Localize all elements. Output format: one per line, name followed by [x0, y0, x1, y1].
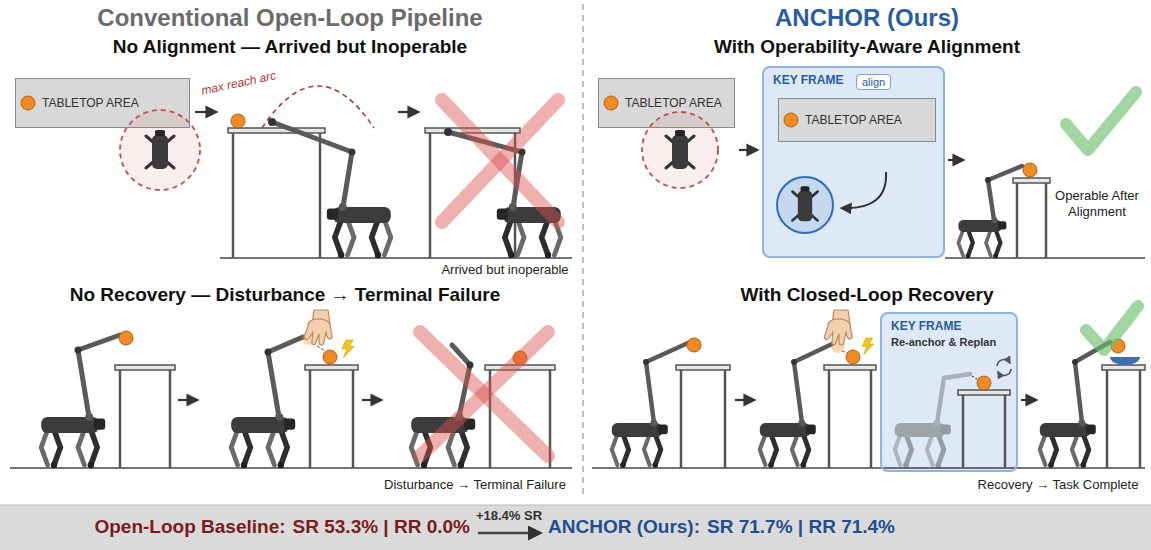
metric-text: Open-Loop Baseline: — [94, 516, 285, 538]
arc-label: max reach arc — [200, 68, 277, 98]
divider — [582, 4, 584, 498]
outcome-caption: Disturbance → Terminal Failure — [384, 477, 566, 493]
disturbance — [231, 310, 358, 468]
flow-arrow — [398, 111, 418, 113]
node-text: KEY FRAME — [773, 73, 934, 87]
outcome-caption: Arrived but inoperable — [441, 262, 568, 278]
node-text: TABLETOP AREA — [42, 96, 139, 110]
reach-circle — [120, 110, 200, 190]
column-title: ANCHOR (Ours) — [775, 4, 959, 33]
aligned-base — [777, 172, 886, 233]
tabletop-area: TABLETOP AREA — [15, 78, 190, 128]
node-text: Re-anchor & Replan — [891, 336, 1007, 348]
flow-arrow — [178, 399, 197, 401]
tabletop-area: TABLETOP AREA — [598, 78, 735, 128]
key-frame-panel: KEY FRAMEalignTABLETOP AREA — [762, 66, 945, 258]
flow-arrow — [195, 111, 216, 113]
row-heading: With Closed-Loop Recovery — [740, 284, 993, 307]
reach-circle — [642, 112, 718, 188]
node-text: KEY FRAME — [891, 319, 1007, 333]
metric-text: SR 53.3% | RR 0.0% — [293, 516, 470, 538]
robot-at-table — [228, 86, 391, 258]
row-heading: With Operability-Aware Alignment — [714, 36, 1020, 59]
column-title: Conventional Open-Loop Pipeline — [97, 4, 482, 33]
flow-arrow — [948, 159, 963, 161]
metric-group: Open-Loop Baseline: SR 53.3% | RR 0.0% — [94, 516, 470, 538]
node-text: TABLETOP AREA — [805, 113, 902, 127]
robot-operable — [958, 92, 1136, 258]
metric-text: +18.4% SR — [476, 508, 542, 523]
row-heading: No Alignment — Arrived but Inoperable — [113, 36, 467, 59]
disturbance — [760, 310, 876, 468]
outcome-caption: Recovery → Task Complete — [978, 477, 1139, 493]
node-text: TABLETOP AREA — [625, 96, 722, 110]
robot-inoperable — [425, 100, 561, 258]
flow-arrow — [739, 149, 757, 151]
row-heading: No Recovery — Disturbance → Terminal Fai… — [70, 284, 500, 307]
terminal-failure — [411, 332, 555, 468]
metric-group: ANCHOR (Ours): SR 71.7% | RR 71.4% — [548, 516, 895, 538]
panel-fills — [0, 66, 1151, 550]
ground-lines — [10, 258, 1145, 468]
metrics-band: Open-Loop Baseline: SR 53.3% | RR 0.0% +18… — [0, 505, 1151, 550]
re-anchor — [895, 360, 1011, 468]
key-frame-panel: KEY FRAME Re-anchor & Replan — [880, 312, 1018, 472]
task-complete — [1040, 306, 1145, 468]
outcome-caption: Operable After Alignment — [1047, 188, 1147, 219]
tabletop-area: TABLETOP AREA — [778, 98, 936, 142]
flow-arrow — [735, 399, 754, 401]
node-text: align — [862, 76, 885, 88]
align-badge: align — [856, 74, 891, 90]
robot-holding-object — [41, 331, 175, 468]
flow-arrow — [362, 399, 381, 401]
improvement-arrow — [478, 532, 540, 535]
metric-text: ANCHOR (Ours): — [548, 516, 700, 538]
robot-holding-object — [612, 338, 730, 468]
metric-text: SR 71.7% | RR 71.4% — [707, 516, 895, 538]
flow-arrow — [1021, 399, 1036, 401]
